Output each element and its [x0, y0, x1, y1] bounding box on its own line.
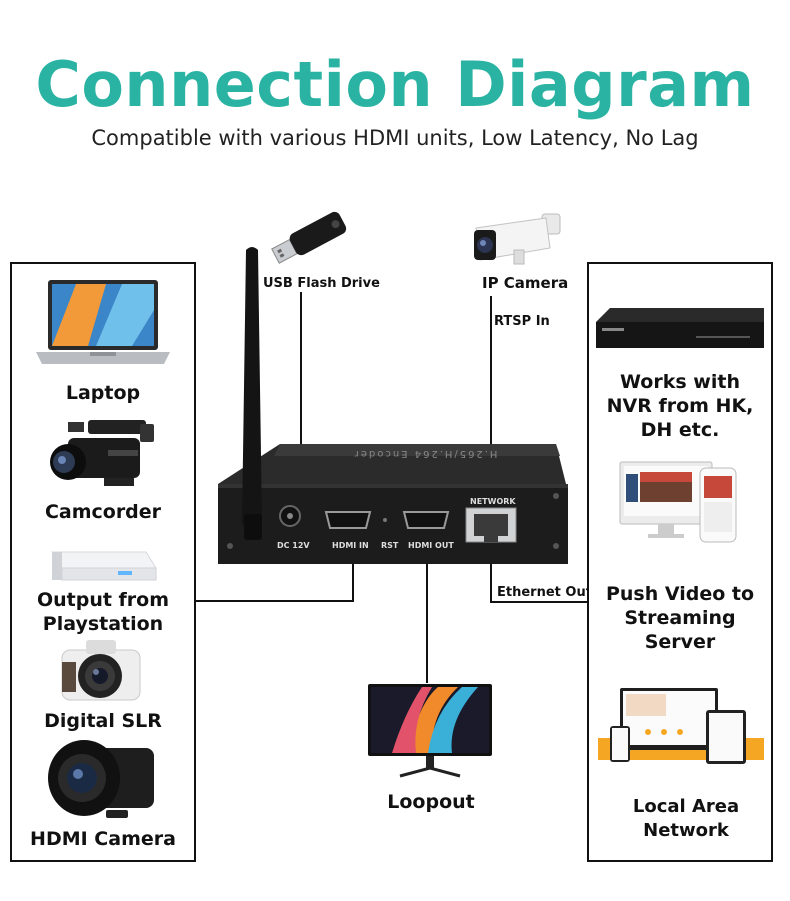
input-label-camcorder: Camcorder [44, 501, 162, 523]
ip-camera-label: IP Camera [482, 274, 569, 292]
laptop-icon [36, 280, 170, 364]
usb-label: USB Flash Drive [263, 276, 380, 291]
port-label-hdmi-in: HDMI IN [332, 541, 369, 550]
output-label-streaming: Push Video to Streaming Server [589, 582, 771, 654]
output-label-nvr-text: Works with NVR from HK, DH etc. [606, 371, 754, 441]
loopout-label: Loopout [387, 791, 475, 813]
encoder-device [218, 444, 568, 564]
input-label-playstation: Output from Playstation [12, 588, 194, 636]
input-label-playstation-text: Output from Playstation [36, 589, 170, 635]
dslr-camera-icon [61, 640, 141, 701]
monitor-icon [368, 684, 492, 778]
encoder-top-text: H.265/H.264 Encoder [352, 448, 498, 459]
connector-hdmi-in-vertical [352, 563, 354, 602]
connector-inputs-horizontal [194, 600, 354, 602]
input-label-hdmi-camera: HDMI Camera [30, 828, 176, 850]
connector-loopout-vertical [426, 563, 428, 683]
camcorder-icon [50, 420, 154, 486]
input-label-laptop: Laptop [65, 382, 141, 404]
connector-usb-vertical [300, 292, 302, 444]
output-label-nvr: Works with NVR from HK, DH etc. [589, 370, 771, 442]
ethernet-out-label: Ethernet Out [497, 585, 592, 600]
streaming-screens-icon [619, 461, 737, 543]
port-label-hdmi-out: HDMI OUT [408, 541, 454, 550]
antenna [242, 247, 262, 540]
lan-devices-icon [598, 688, 764, 764]
ip-camera-icon [474, 213, 561, 265]
page-title: Connection Diagram [35, 48, 755, 121]
playstation-icon [51, 551, 157, 581]
connector-ethernet-horizontal [490, 601, 590, 603]
page-subtitle: Compatible with various HDMI units, Low … [91, 126, 699, 150]
port-label-dc: DC 12V [277, 541, 310, 550]
connector-rtsp-vertical [490, 296, 492, 484]
port-label-rst: RST [381, 541, 399, 550]
connector-ethernet-vertical [490, 543, 492, 603]
usb-flash-drive-icon [271, 211, 347, 264]
output-label-lan: Local Area Network [632, 796, 740, 841]
nvr-icon [596, 308, 764, 348]
port-label-network: NETWORK [470, 497, 516, 506]
output-label-streaming-text: Push Video to Streaming Server [605, 583, 755, 653]
input-label-dslr: Digital SLR [44, 710, 162, 732]
outputs-panel [587, 262, 773, 862]
rtsp-in-label: RTSP In [494, 314, 550, 329]
hdmi-camera-icon [48, 740, 154, 818]
